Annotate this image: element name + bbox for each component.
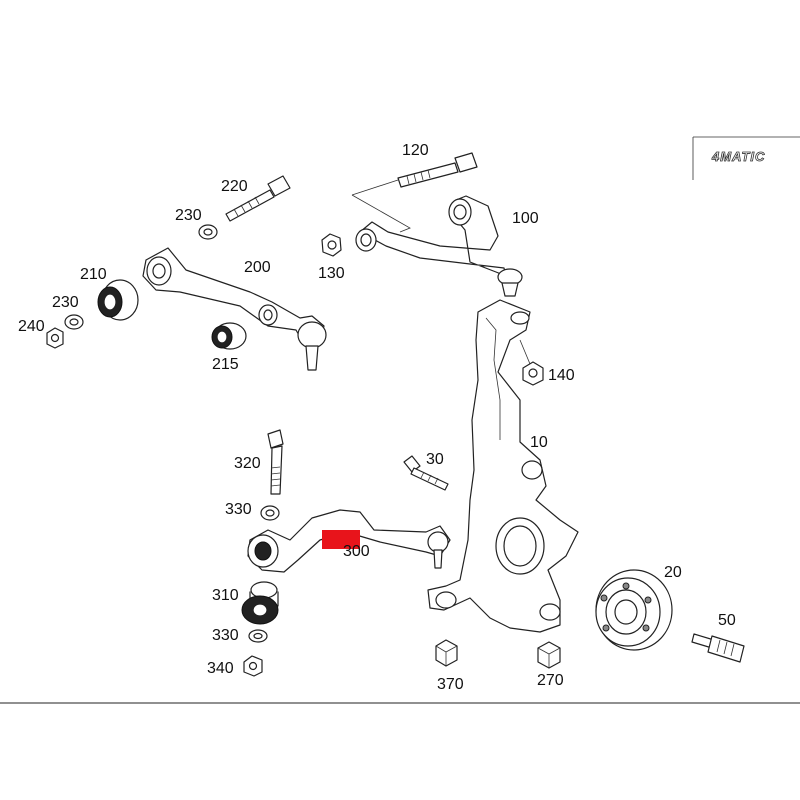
part-330-washer-top[interactable] (260, 505, 280, 521)
part-270-nut[interactable] (537, 641, 561, 669)
part-330-washer-bottom[interactable] (248, 629, 268, 643)
label-340: 340 (207, 660, 234, 677)
part-230-washer-top[interactable] (198, 224, 218, 240)
label-120: 120 (402, 142, 429, 159)
label-330-top: 330 (225, 501, 252, 518)
part-320-bolt[interactable] (267, 429, 284, 495)
label-215: 215 (212, 356, 239, 373)
part-310-bushing[interactable] (241, 581, 279, 625)
part-30-bolt[interactable] (403, 455, 449, 491)
brand-logo-text: 4MATIC (711, 149, 765, 164)
label-330-bottom: 330 (212, 627, 239, 644)
part-10-steering-knuckle[interactable] (427, 299, 579, 633)
part-120-bolt[interactable] (351, 152, 478, 233)
label-30: 30 (426, 451, 444, 468)
label-230-top: 230 (175, 207, 202, 224)
brand-badge: 4MATIC (692, 136, 800, 180)
part-240-nut[interactable] (46, 327, 64, 349)
label-220: 220 (221, 178, 248, 195)
part-220-bolt[interactable] (225, 175, 291, 222)
part-130-nut[interactable] (321, 233, 342, 257)
label-20: 20 (664, 564, 682, 581)
label-130: 130 (318, 265, 345, 282)
part-140-nut[interactable] (522, 361, 544, 386)
label-300: 300 (343, 543, 370, 560)
label-310: 310 (212, 587, 239, 604)
part-300-lower-wishbone[interactable] (247, 509, 451, 573)
label-10: 10 (530, 434, 548, 451)
part-20-wheel-hub[interactable] (595, 569, 673, 651)
part-215-bushing[interactable] (211, 322, 247, 350)
label-320: 320 (234, 455, 261, 472)
part-370-nut[interactable] (435, 639, 458, 667)
label-230-left: 230 (52, 294, 79, 311)
part-230-washer-left[interactable] (64, 314, 84, 330)
label-200: 200 (244, 259, 271, 276)
label-270: 270 (537, 672, 564, 689)
label-140: 140 (548, 367, 575, 384)
highlight-marker (322, 530, 360, 549)
label-100: 100 (512, 210, 539, 227)
label-370: 370 (437, 676, 464, 693)
label-240: 240 (18, 318, 45, 335)
label-50: 50 (718, 612, 736, 629)
label-210: 210 (80, 266, 107, 283)
part-100-upper-arm[interactable] (355, 195, 523, 297)
part-340-nut[interactable] (243, 655, 263, 677)
part-210-bushing[interactable] (97, 279, 139, 321)
part-50-bolt[interactable] (691, 633, 745, 663)
part-200-tension-strut[interactable] (142, 247, 327, 371)
